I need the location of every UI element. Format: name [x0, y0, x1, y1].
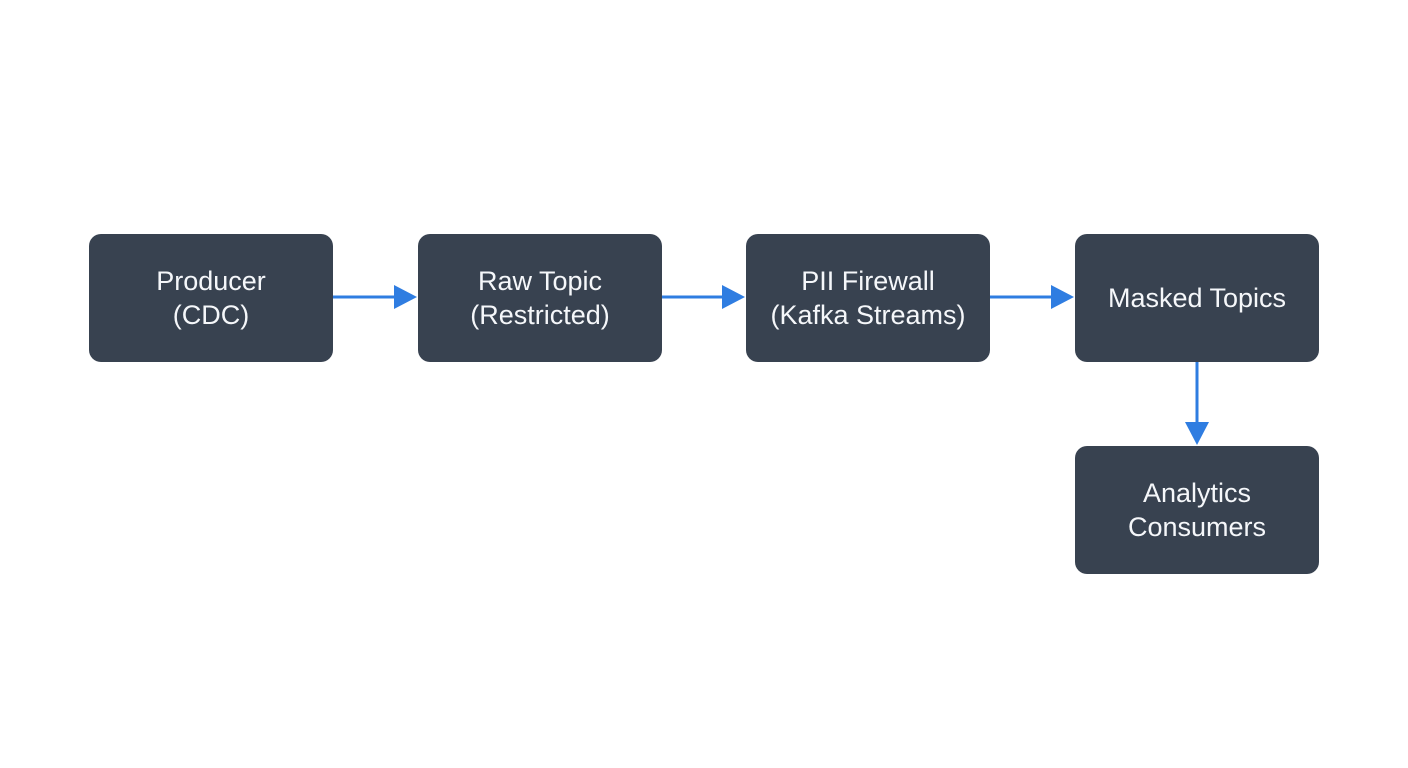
node-analytics-consumers: Analytics Consumers: [1075, 446, 1319, 574]
node-raw-topic-line-1: Raw Topic: [477, 266, 603, 296]
node-producer: Producer (CDC): [89, 234, 333, 362]
node-raw-topic-line-2: (Restricted): [470, 300, 610, 330]
node-pii-firewall: PII Firewall (Kafka Streams): [746, 234, 990, 362]
node-analytics-consumers-line-1: Analytics: [1142, 478, 1252, 508]
node-masked-topics-line-1: Masked Topics: [1107, 283, 1287, 313]
node-pii-firewall-line-1: PII Firewall: [801, 266, 935, 296]
node-pii-firewall-line-2: (Kafka Streams): [770, 300, 966, 330]
edge-producer-to-raw-topic: [333, 285, 417, 309]
edge-raw-topic-to-pii-firewall: [662, 285, 745, 309]
node-producer-line-2: (CDC): [172, 300, 250, 330]
edge-pii-firewall-to-masked-topics: [990, 285, 1074, 309]
edge-masked-topics-to-analytics-consumers: [1185, 362, 1209, 445]
node-masked-topics: Masked Topics: [1075, 234, 1319, 362]
node-analytics-consumers-line-2: Consumers: [1127, 512, 1267, 542]
node-raw-topic: Raw Topic (Restricted): [418, 234, 662, 362]
node-producer-line-1: Producer: [156, 266, 266, 296]
